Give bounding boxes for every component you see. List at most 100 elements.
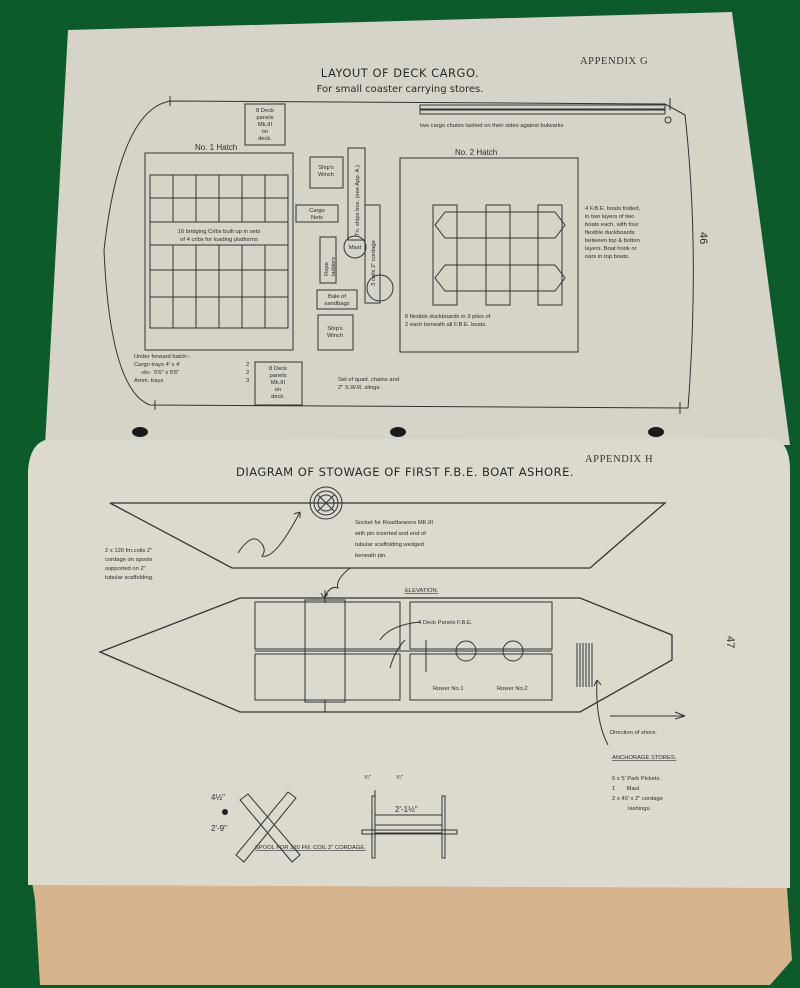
chutes-label: two cargo chutes lashed on their sides a…: [420, 123, 563, 129]
spool-side-view: 2'-1½" ¾" ¾": [361, 775, 458, 859]
svg-text:6 x 5' Park Pickets.: 6 x 5' Park Pickets.: [612, 776, 661, 782]
svg-text:2" S.W.R. slings.: 2" S.W.R. slings.: [338, 385, 381, 391]
svg-text:1 Maul.: 1 Maul.: [612, 786, 641, 792]
svg-text:tubular scaffolding wedged: tubular scaffolding wedged: [355, 542, 424, 548]
svg-text:beneath pin.: beneath pin.: [355, 553, 387, 559]
anchorage-items: 6 x 5' Park Pickets. 1 Maul. 2 x 40' x 2…: [612, 776, 663, 812]
svg-text:Amm. trays: Amm. trays: [134, 378, 163, 384]
boats-note: 4 F.B.E. boats folded, in two layers of …: [585, 206, 640, 260]
svg-text:on: on: [262, 129, 268, 135]
hatch-1: 16 bridging Cribs built up in sets of 4 …: [144, 152, 294, 351]
ships-box: Tn. ships box. (see App. A.): [347, 147, 366, 241]
svg-text:3 coils 2" cordage: 3 coils 2" cordage: [371, 240, 377, 286]
svg-text:8 Deck: 8 Deck: [256, 108, 274, 114]
boat-plan-outline: [109, 502, 667, 569]
binding-hole: [132, 427, 148, 437]
page-number-46: 46: [697, 232, 709, 244]
cordage-coils: 3 coils 2" cordage: [364, 204, 381, 304]
cargo-nets: Cargo Nets: [295, 204, 339, 223]
svg-text:Rope: Rope: [324, 262, 330, 276]
svg-text:sandbags: sandbags: [324, 301, 349, 307]
svg-text:Cargo: Cargo: [309, 208, 325, 214]
mast: Mast: [343, 235, 367, 259]
appendix-g-label: APPENDIX G: [580, 56, 648, 67]
svg-text:Socket for Roadbearers MK.III: Socket for Roadbearers MK.III: [355, 520, 433, 526]
svg-text:Mast: Mast: [349, 245, 362, 251]
svg-text:Bale of: Bale of: [328, 294, 346, 300]
direction-arrow: [610, 711, 686, 720]
page-title: DIAGRAM OF STOWAGE OF FIRST F.B.E. BOAT …: [236, 465, 574, 479]
coils-note: 2 x 120 fm.coils 2" cordage on spools su…: [105, 548, 154, 581]
duckboards-note: 6 flexible duckboards in 3 piles of 2 ea…: [405, 314, 491, 328]
deck-panels-box-bottom: 8 Deck panels Mk.III on deck.: [254, 361, 303, 406]
svg-text:Ship's: Ship's: [318, 165, 334, 171]
svg-text:between top & botton: between top & botton: [585, 238, 640, 244]
svg-text:deck.: deck.: [271, 394, 285, 400]
spool-end-view: 4½" 2'-9": [211, 791, 301, 863]
svg-text:cordage on spools: cordage on spools: [105, 557, 152, 563]
svg-text:boats each, with four: boats each, with four: [585, 222, 639, 228]
svg-text:Mk.III: Mk.III: [258, 122, 273, 128]
spool-drum-label: 2'-1½": [395, 805, 418, 814]
back-page-edge: [30, 860, 792, 985]
ships-winch-forward: Ship's Winch: [309, 156, 344, 189]
svg-text:2: 2: [246, 362, 249, 368]
svg-text:supported on 2": supported on 2": [105, 566, 146, 572]
svg-text:oars in top boats.: oars in top boats.: [585, 254, 630, 260]
socket-icon: [309, 486, 343, 520]
svg-text:Winch: Winch: [318, 172, 334, 178]
page-47: [28, 438, 790, 888]
ship-outline: [103, 96, 694, 414]
pin-label-a: ¾": [364, 775, 371, 781]
svg-text:on: on: [275, 387, 281, 393]
elevation-label: ELEVATION.: [405, 588, 439, 594]
bale-of-sandbags: Bale of sandbags: [316, 289, 358, 310]
svg-text:Set of quad. chains and: Set of quad. chains and: [338, 377, 399, 383]
svg-text:Mk.III: Mk.III: [271, 380, 286, 386]
svg-text:ladders: ladders: [331, 257, 337, 276]
anchorage-title: ANCHORAGE STORES.: [612, 755, 677, 761]
forward-hatch-note: Under forward batch:- Cargo trays 4' x 4…: [134, 354, 249, 384]
svg-text:layers. Boat hook or: layers. Boat hook or: [585, 246, 637, 252]
svg-text:-do- 5'6" x 5'6": -do- 5'6" x 5'6": [134, 370, 179, 376]
svg-text:Winch: Winch: [327, 333, 343, 339]
page-number-47: 47: [724, 636, 736, 648]
hatch-1-label: No. 1 Hatch: [195, 143, 237, 152]
spool-caption: SPOOL FOR 120 FM. COIL 2" CORDAGE.: [255, 845, 366, 851]
boat-elevation: [98, 590, 673, 713]
svg-text:panels: panels: [269, 373, 286, 379]
binding-hole: [648, 427, 664, 437]
svg-text:8 Deck: 8 Deck: [269, 366, 287, 372]
svg-text:16 bridging Cribs built up in: 16 bridging Cribs built up in sets: [178, 229, 261, 235]
svg-text:2: 2: [246, 370, 249, 376]
page-subtitle: For small coaster carrying stores.: [317, 84, 484, 95]
svg-text:Under forward batch:-: Under forward batch:-: [134, 354, 190, 360]
svg-text:Cargo trays 4' x 4': Cargo trays 4' x 4': [134, 362, 180, 368]
svg-text:Nets: Nets: [311, 215, 323, 221]
svg-text:3: 3: [246, 378, 249, 384]
appendix-h-label: APPENDIX H: [585, 454, 653, 465]
svg-text:panels: panels: [256, 115, 273, 121]
svg-text:with pin inserted and end of: with pin inserted and end of: [354, 531, 426, 537]
rower-2-label: Rower No.2: [497, 686, 528, 692]
leader-arrow: [593, 679, 609, 746]
hatch-2-label: No. 2 Hatch: [455, 148, 497, 157]
hatch-2: [399, 157, 579, 353]
rower-1-label: Rower No.1: [433, 686, 464, 692]
svg-text:6 flexible duckboards in 3 pil: 6 flexible duckboards in 3 piles of: [405, 314, 491, 320]
page-46: [45, 12, 790, 445]
deck-panels-label: 4 Deck Panels F.B.E.: [418, 620, 473, 626]
svg-text:tubular scaffolding.: tubular scaffolding.: [105, 575, 154, 581]
svg-text:in two layers of two: in two layers of two: [585, 214, 634, 220]
ships-winch-aft: Ship's Winch: [317, 314, 354, 351]
cargo-chutes: [419, 104, 666, 115]
socket-note: Socket for Roadbearers MK.III with pin i…: [354, 520, 433, 559]
binding-hole: [390, 427, 406, 437]
leader-arrow: [237, 511, 301, 557]
svg-text:2 x 120 fm.coils 2": 2 x 120 fm.coils 2": [105, 548, 152, 554]
svg-text:Ship's: Ship's: [327, 326, 343, 332]
svg-text:of 4 cribs for loading platfor: of 4 cribs for loading platforms: [180, 237, 258, 243]
svg-text:Tn. ships box. (see App. A.): Tn. ships box. (see App. A.): [355, 165, 361, 236]
